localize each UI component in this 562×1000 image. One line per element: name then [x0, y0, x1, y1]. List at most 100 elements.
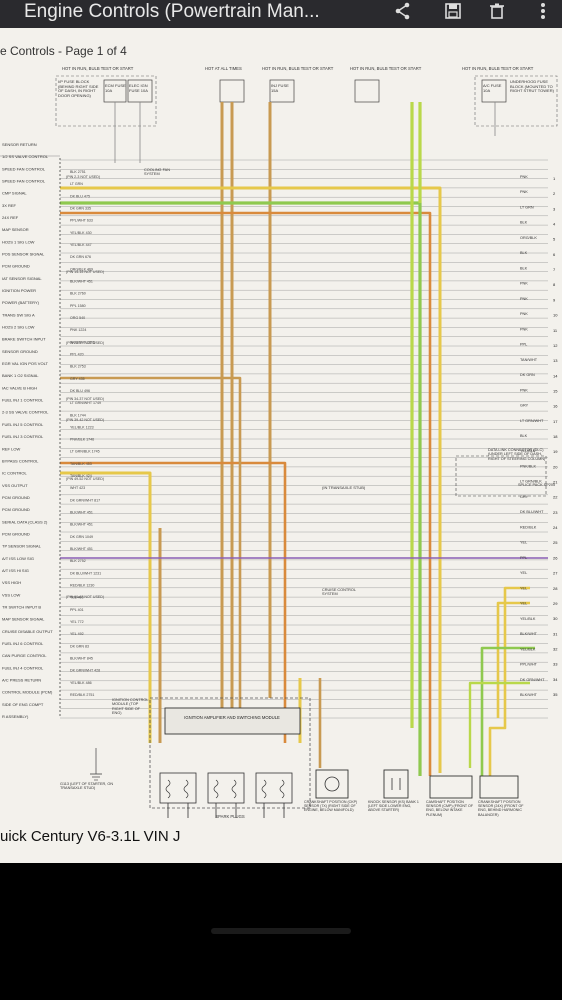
pcm-pin-label: EGR VAL IGN POS VOLT [2, 361, 48, 366]
right-pin-number: 9 [553, 297, 556, 302]
pin-note-label: (PIN 34-37 NOT USED) [66, 397, 104, 401]
right-wire-label: YEL [520, 586, 527, 590]
fuse-label-ip: I/P FUSE BLOCK (BEHIND RIGHT SIDE OF DAS… [58, 80, 98, 98]
right-pin-number: 8 [553, 282, 556, 287]
crank-24x-sensor-box [479, 775, 519, 799]
wiring-diagram-page[interactable]: e Controls - Page 1 of 4 HOT IN RUN, BUL… [0, 28, 562, 863]
wire-color-label: BLK 1744 [70, 413, 86, 417]
more-button[interactable] [530, 2, 556, 26]
wire-color-label: DK GRN 676 [70, 255, 91, 259]
wire-color-label: YEL 492 [70, 632, 84, 636]
right-pin-number: 31 [553, 631, 558, 636]
more-vert-icon [541, 3, 545, 19]
wire-color-label: PPL 1580 [70, 304, 86, 308]
wire-color-label: DK GRN/WHT 817 [70, 498, 100, 502]
right-pin-number: 25 [553, 540, 558, 545]
right-pin-number: 3 [553, 206, 556, 211]
right-wire-label: YEL [520, 571, 527, 575]
pcm-pin-label: VSS OUTPUT [2, 483, 28, 488]
pcm-pin-label: SENSOR RETURN [2, 142, 37, 147]
share-glyph [395, 2, 410, 20]
pcm-pin-label: R ASSEMBLY) [2, 714, 29, 719]
pcm-pin-label: A/T ISS LOW SIG [2, 556, 34, 561]
navigation-area [0, 863, 562, 1000]
wire-color-label: DK BLU 475 [70, 194, 90, 198]
pcm-pin-label: FUEL INJ 4 CONTROL [2, 665, 44, 670]
ckp-sensor-box [315, 769, 349, 799]
pcm-pin-label: CMP SIGNAL [2, 191, 27, 196]
right-wire-label: PPL [520, 343, 527, 347]
document-title: Engine Controls (Powertrain Man... [24, 1, 320, 22]
pin-note-label: (PIN 14-15 NOT USED) [66, 270, 104, 274]
wire-color-label: YEL/BLK 1223 [70, 425, 94, 429]
pin-note-label: (PIN 49-52 NOT USED) [66, 477, 104, 481]
pcm-pin-label: BANK 1 O2 SIGNAL [2, 373, 39, 378]
right-wire-label: PPL/WHT [520, 663, 538, 667]
delete-button[interactable] [484, 2, 510, 26]
fuse-label-ecm: ECM FUSE 10A [105, 84, 126, 92]
right-pin-number: 20 [553, 464, 558, 469]
right-pin-number: 34 [553, 677, 558, 682]
pcm-pin-label: SENSOR GROUND [2, 349, 38, 354]
wire-color-label: PPL/WHT 633 [70, 219, 93, 223]
pcm-pin-label: FUEL INJ 6 CONTROL [2, 641, 44, 646]
pcm-pin-label: 24X REF [2, 215, 19, 220]
right-wire-label: YEL/BLK [520, 647, 536, 651]
right-wire-label: LT GRN/WHT [520, 419, 544, 423]
right-pin-number: 30 [553, 616, 558, 621]
share-icon[interactable] [390, 2, 416, 26]
ignition-coil [159, 772, 197, 818]
right-wire-label: YEL [520, 541, 527, 545]
right-pin-numbers: 1234567891011121314151617181920212223242… [553, 176, 558, 697]
trash-icon [490, 3, 504, 19]
ignition-amp-box [164, 707, 301, 735]
wire-color-label: YEL 772 [70, 620, 84, 624]
right-pin-number: 18 [553, 434, 558, 439]
right-pin-number: 22 [553, 495, 558, 500]
right-pin-number: 16 [553, 404, 558, 409]
header-1: HOT IN RUN, BULB TEST OR START [62, 66, 134, 71]
pin-note-label: (PIN 23-27 NOT USED) [66, 341, 104, 345]
right-wire-label: BLK [520, 266, 528, 270]
right-pin-number: 7 [553, 267, 556, 272]
pcm-pin-label: A/C PRESS RETURN [2, 678, 41, 683]
right-wire-label: PNK [520, 297, 528, 301]
pcm-pin-label: 3X REF [2, 203, 17, 208]
pcm-pin-label: PCM GROUND [2, 495, 30, 500]
underhood-fuse-block-outline [474, 75, 558, 127]
wire-green-r [480, 646, 535, 776]
wire-color-label: LT GRN/WHT 1749 [70, 401, 101, 405]
cmp-sensor-box [429, 775, 473, 799]
wire-color-label: BLK 2751 [70, 170, 86, 174]
fuse-label-inj: INJ FUSE 15A [271, 84, 289, 92]
right-wire-label: GRY [520, 404, 529, 408]
wire-color-label: TAN/WHT 1665 [70, 340, 95, 344]
wire-color-label: BLK/WHT 451 [70, 280, 93, 284]
save-button[interactable] [440, 2, 466, 26]
ign-amp-label: IGNITION AMPLIFIER AND SWITCHING MODULE [184, 715, 280, 720]
home-gesture-bar[interactable] [211, 928, 351, 934]
ign-module-label: IGNITION CONTROL MODULE (TOP RIGHT SIDE … [112, 698, 148, 715]
wire-color-label: PPL 420 [70, 352, 84, 356]
diagram-caption: uick Century V6-3.1L VIN J [0, 828, 181, 845]
pcm-pin-label: FUEL INJ 3 CONTROL [2, 434, 44, 439]
right-pin-number: 5 [553, 237, 556, 242]
right-pin-number: 10 [553, 313, 558, 318]
header-5: HOT IN RUN, BULB TEST OR START [462, 66, 534, 71]
pcm-pin-label: SPEED FAN CONTROL [2, 166, 46, 171]
wire-color-label: TAN/BLK 424 [70, 474, 92, 478]
pcm-pin-label: A/T ISS HI SIG [2, 568, 29, 573]
floppy-icon [445, 3, 461, 19]
pcm-pin-label: TRANS SW SIG A [2, 312, 35, 317]
pcm-pin-label: SERIAL DATA (CLASS 2) [2, 519, 48, 524]
wire-yellow-ic [60, 471, 152, 743]
pcm-pin-label: FUEL INJ 1 CONTROL [2, 398, 44, 403]
wire-orange-3x [60, 211, 432, 776]
knock-sensor-box [383, 769, 409, 799]
pcm-pin-label: PCM GROUND [2, 264, 30, 269]
right-pin-number: 23 [553, 510, 558, 515]
pcm-pin-label: IC CONTROL [2, 471, 27, 476]
inj-fuse-box [269, 79, 295, 103]
right-wire-label: DK GRN/WHT [520, 678, 545, 682]
right-pin-number: 2 [553, 191, 556, 196]
